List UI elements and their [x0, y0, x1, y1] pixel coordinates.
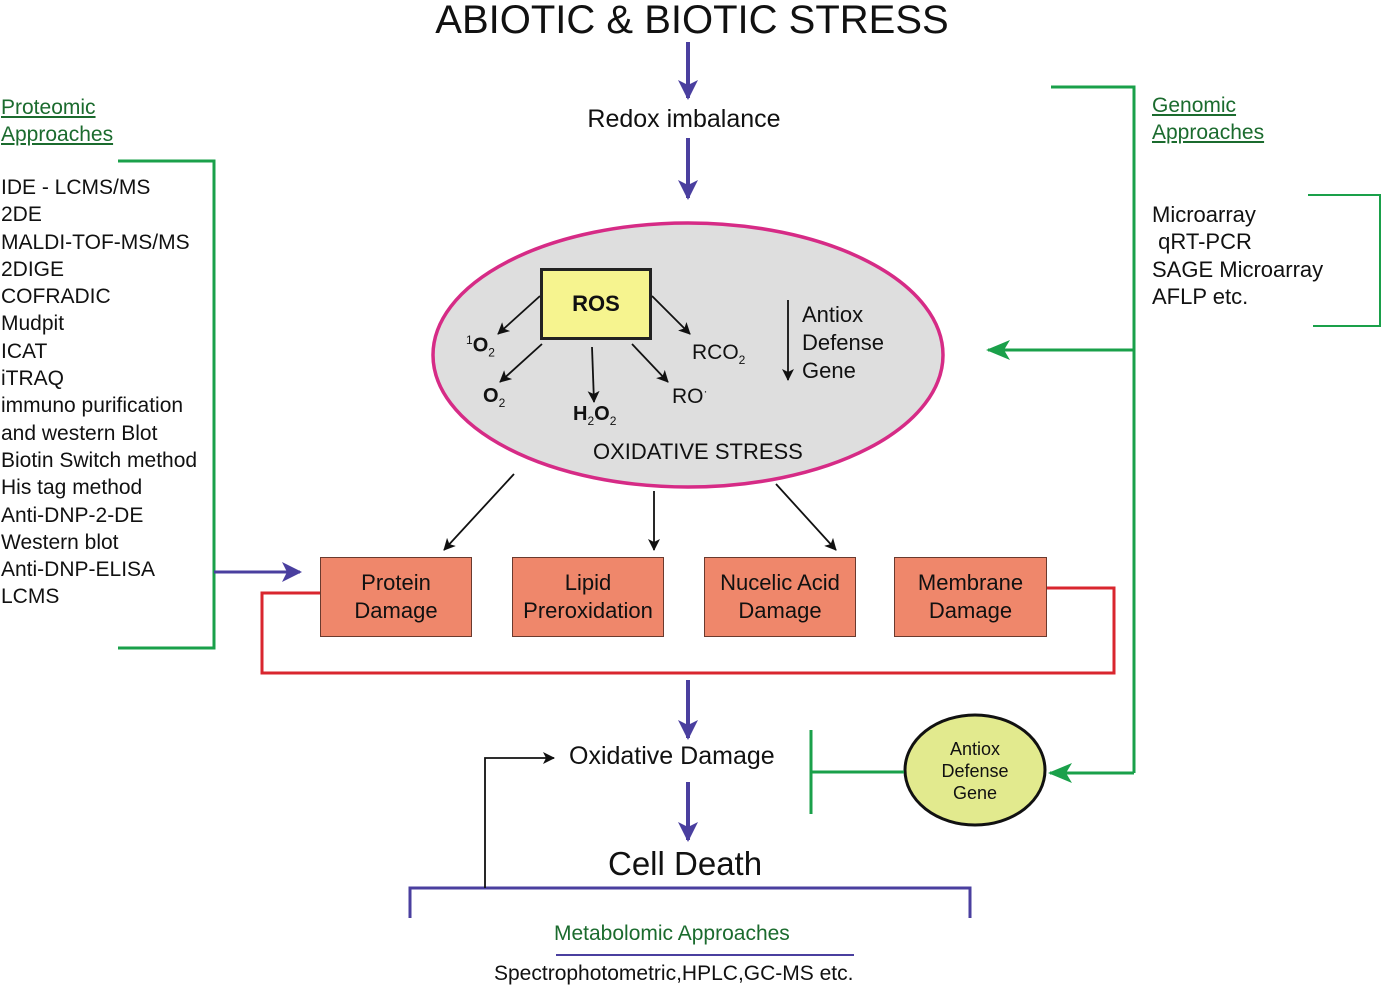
list-item: ICAT — [1, 339, 48, 363]
genomic-bracket-outer — [1051, 85, 1136, 773]
list-item: MALDI-TOF-MS/MS — [1, 230, 190, 254]
list-item: SAGE Microarray — [1152, 256, 1324, 282]
list-item: and western Blot — [1, 421, 158, 445]
arrow-ellipse-to-protein — [443, 473, 515, 551]
arrow-ros-singlet — [497, 295, 541, 335]
antiox-gene-ellipse — [903, 713, 1047, 827]
list-item: Anti-DNP-2-DE — [1, 503, 144, 527]
oxidative-damage-label: Oxidative Damage — [569, 742, 775, 770]
diagram-title: ABIOTIC & BIOTIC STRESS — [435, 0, 949, 42]
list-item: 2DIGE — [1, 257, 65, 281]
list-item: Biotin Switch method — [1, 448, 198, 472]
list-item: Anti-DNP-ELISA — [1, 558, 156, 582]
list-item: Western blot — [1, 530, 119, 554]
antiox-gene-text: Antiox Defense Gene — [941, 739, 1009, 803]
redox-imbalance-label: Redox imbalance — [587, 105, 781, 133]
list-item: Mudpit — [1, 312, 65, 336]
list-item: COFRADIC — [1, 285, 111, 309]
ros-label: ROS — [572, 291, 620, 316]
arrow-ros-peroxide — [587, 346, 600, 403]
list-item: LCMS — [1, 585, 60, 609]
proteomic-heading: Proteomic Approaches — [1, 96, 114, 146]
arrow-metabolomic-feedback — [484, 752, 555, 888]
proteomic-bracket — [118, 159, 216, 650]
alkoxyl-label: RO· — [672, 384, 708, 408]
list-item: qRT-PCR — [1152, 229, 1252, 255]
hydrogen-peroxide-label: H2O2 — [573, 403, 617, 428]
proteomic-methods-list: IDE - LCMS/MS 2DE MALDI-TOF-MS/MS 2DIGE … — [1, 174, 197, 611]
arrow-ros-rco2 — [651, 295, 691, 335]
antiox-inner-label: Antiox Defense Gene — [802, 302, 884, 383]
list-item: iTRAQ — [1, 367, 64, 391]
list-item: His tag method — [1, 476, 143, 500]
genomic-bracket-inner — [1308, 194, 1381, 327]
list-item: immuno purification — [1, 394, 184, 418]
arrow-ros-superoxide — [499, 343, 543, 383]
metabolomic-methods: Spectrophotometric,HPLC,GC-MS etc. — [494, 962, 854, 985]
list-item: AFLP etc. — [1152, 283, 1249, 309]
list-item: IDE - LCMS/MS — [1, 176, 151, 199]
ros-box: ROS — [540, 268, 652, 340]
metabolomic-bracket — [408, 886, 972, 918]
genomic-methods-list: Microarray qRT-PCR SAGE Microarray AFLP … — [1152, 201, 1323, 310]
list-item: Microarray — [1152, 202, 1256, 227]
arrow-ros-alkoxyl — [631, 343, 669, 383]
arrow-ellipse-to-nucleic — [775, 483, 837, 551]
metabolomic-heading: Metabolomic Approaches — [554, 922, 790, 945]
cell-death-label: Cell Death — [608, 845, 763, 882]
red-bracket-left — [260, 586, 1116, 675]
superoxide-label: O2 — [483, 385, 506, 410]
genomic-heading: Genomic Approaches — [1152, 94, 1265, 144]
rco2-label: RCO2 — [692, 341, 746, 368]
oxidative-stress-label: OXIDATIVE STRESS — [593, 439, 803, 464]
list-item: 2DE — [1, 203, 42, 227]
singlet-oxygen-label: 1O2 — [466, 333, 495, 360]
